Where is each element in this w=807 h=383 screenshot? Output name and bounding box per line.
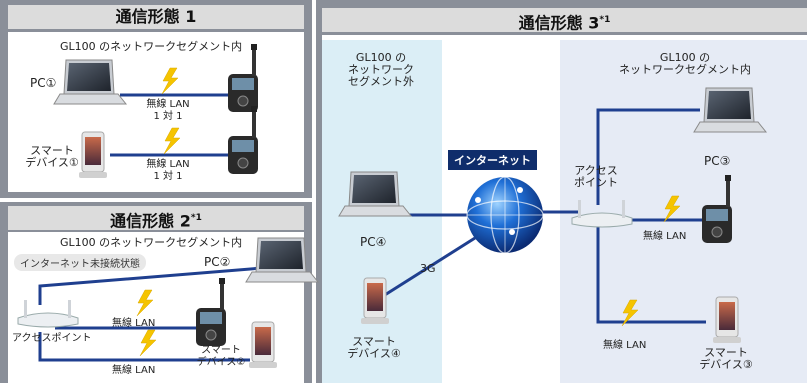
pc1-label: PC① xyxy=(30,76,57,90)
laptop-icon xyxy=(338,171,412,217)
gl100-logger-icon xyxy=(195,277,227,347)
mode2-lan-label-b: 無線 LAN xyxy=(112,365,156,376)
access-point-icon xyxy=(571,199,633,228)
mode2-link-lines xyxy=(38,266,263,362)
mode1-title: 通信形態 1 xyxy=(8,5,304,29)
zone-inside-segment xyxy=(560,40,807,383)
lightning-icon xyxy=(161,67,179,95)
lightning-icon xyxy=(663,195,681,223)
pc4-label: PC④ xyxy=(360,235,387,249)
access-point-icon xyxy=(17,299,79,328)
mode2-segment-label: GL100 のネットワークセグメント内 xyxy=(60,236,243,249)
laptop-icon xyxy=(693,87,767,133)
smart-device3-label: スマートデバイス③ xyxy=(699,346,753,371)
lightning-icon xyxy=(136,289,154,317)
smartphone-icon xyxy=(360,277,390,325)
internet-disconnected-badge: インターネット未接続状態 xyxy=(14,254,146,271)
mode3-lan-label-a: 無線 LAN xyxy=(643,231,687,242)
gl100-logger-icon xyxy=(227,43,259,113)
inside-segment-label: GL100 のネットワークセグメント内 xyxy=(619,51,751,76)
mode3-title: 通信形態 3*1 xyxy=(322,8,807,32)
gl100-logger-icon xyxy=(701,174,733,244)
gl100-logger-icon xyxy=(227,105,259,175)
laptop-icon xyxy=(245,237,319,283)
smart-device1-label: スマートデバイス① xyxy=(25,144,79,169)
smartphone-icon xyxy=(78,131,108,179)
mode2-lan-label-a: 無線 LAN xyxy=(112,318,156,329)
smartphone-icon xyxy=(248,321,278,369)
lightning-icon xyxy=(139,329,157,357)
smartphone-icon xyxy=(712,296,742,344)
smart-device4-label: スマートデバイス④ xyxy=(347,335,401,360)
internet-label: インターネット xyxy=(448,150,537,170)
outside-segment-label: GL100 のネットワークセグメント外 xyxy=(348,51,414,88)
mode1-segment-label: GL100 のネットワークセグメント内 xyxy=(60,40,243,53)
laptop-icon xyxy=(53,59,127,105)
smart-device2-label: スマートデバイス② xyxy=(196,345,246,368)
mode3-ap-label: アクセスポイント xyxy=(574,164,618,189)
mode3-link-lines xyxy=(379,108,706,324)
pc2-label: PC② xyxy=(204,255,231,269)
pc3-label: PC③ xyxy=(704,154,731,168)
mode1-link-lines xyxy=(110,93,228,157)
globe-icon xyxy=(466,176,544,254)
network-3g-label: 3G xyxy=(420,262,436,275)
mode2-title: 通信形態 2*1 xyxy=(8,206,304,230)
mode3-lan-label-b: 無線 LAN xyxy=(603,340,647,351)
mode2-ap-label: アクセスポイント xyxy=(12,333,92,344)
lightning-icon xyxy=(163,127,181,155)
